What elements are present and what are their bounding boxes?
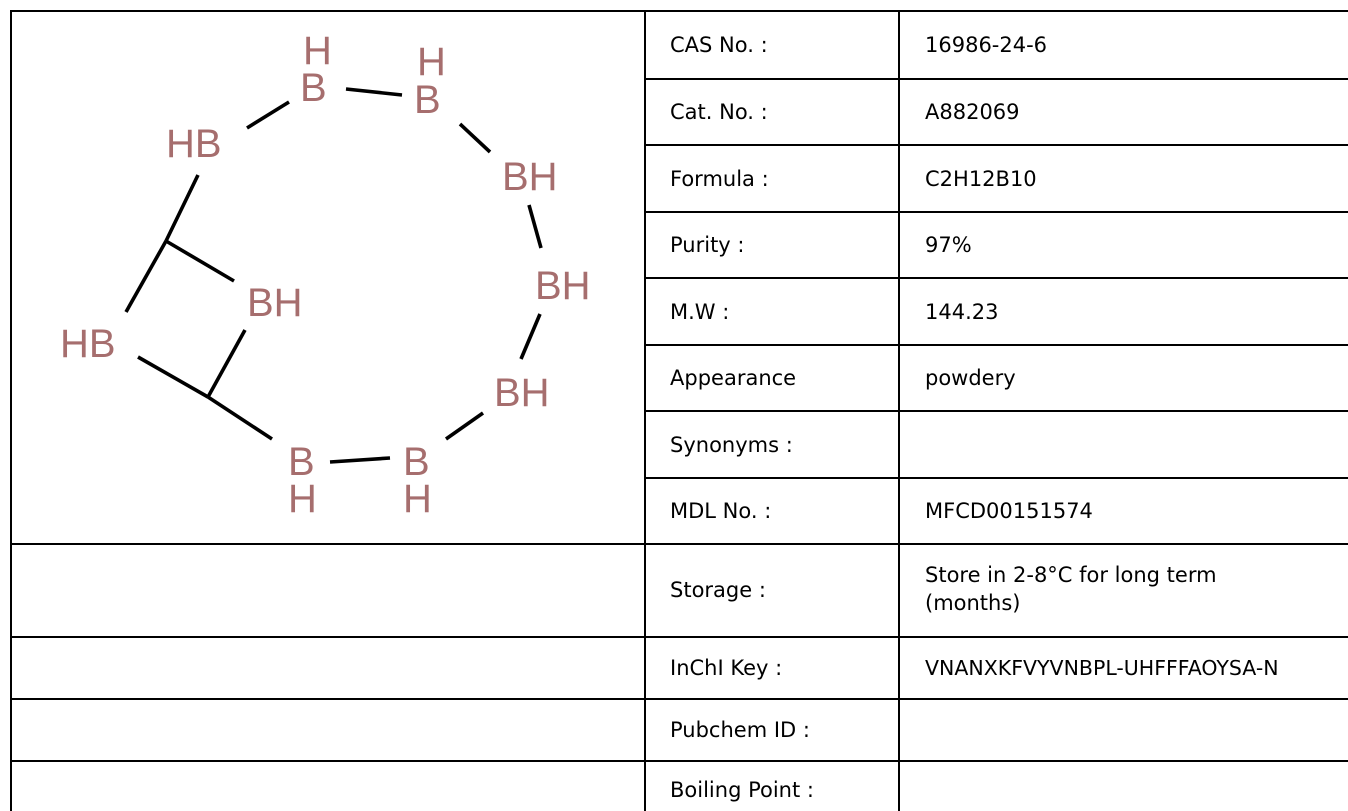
row-divider xyxy=(644,344,1348,346)
bond xyxy=(527,204,543,249)
row-divider-full xyxy=(10,760,1348,762)
row-divider xyxy=(644,477,1348,479)
mdl-number-label: MDL No. : xyxy=(670,499,772,523)
atom-label: H xyxy=(303,29,332,73)
molecular-weight-label: M.W : xyxy=(670,300,730,324)
catalog-number-label: Cat. No. : xyxy=(670,100,768,124)
atom-label: H xyxy=(288,477,317,521)
row-divider xyxy=(644,211,1348,213)
appearance-label: Appearance xyxy=(670,366,797,390)
chemical-structure-image: H B H B HB BH BH BH BH HB B H B H xyxy=(60,29,591,521)
inchi-key-value: VNANXKFVYVNBPL-UHFFFAOYSA-N xyxy=(925,656,1279,680)
row-divider xyxy=(644,410,1348,412)
bond xyxy=(165,239,235,283)
bond xyxy=(458,122,492,154)
bond xyxy=(444,411,485,441)
table-border-top xyxy=(10,10,1348,12)
atom-label: HB xyxy=(166,122,222,166)
formula-value: C2H12B10 xyxy=(925,167,1037,191)
atom-label: BH xyxy=(494,371,550,415)
row-divider-full xyxy=(10,698,1348,700)
bond xyxy=(519,313,542,360)
atom-label: B xyxy=(414,78,441,122)
atom-label: B xyxy=(300,66,327,110)
bond xyxy=(206,329,247,398)
atom-label: BH xyxy=(535,264,591,308)
formula-label: Formula : xyxy=(670,167,769,191)
bond xyxy=(124,240,168,313)
row-divider xyxy=(644,144,1348,146)
cas-number-value: 16986-24-6 xyxy=(925,33,1048,57)
inchi-key-label: InChI Key : xyxy=(670,656,783,680)
bond xyxy=(164,174,200,242)
atom-label: BH xyxy=(247,281,303,325)
purity-label: Purity : xyxy=(670,233,745,257)
atom-label: BH xyxy=(502,155,558,199)
row-divider-full xyxy=(10,636,1348,638)
appearance-value: powdery xyxy=(925,366,1016,390)
bond xyxy=(207,395,273,441)
storage-value: Store in 2-8°C for long term (months) xyxy=(925,563,1217,615)
bond xyxy=(246,100,290,130)
purity-value: 97% xyxy=(925,233,972,257)
row-divider xyxy=(644,277,1348,279)
atom-label: HB xyxy=(60,322,116,366)
bond xyxy=(345,87,403,97)
synonyms-label: Synonyms : xyxy=(670,433,793,457)
bond xyxy=(137,355,209,399)
atom-label: H xyxy=(417,40,446,84)
molecular-weight-value: 144.23 xyxy=(925,300,999,324)
boiling-point-label: Boiling Point : xyxy=(670,778,814,802)
mdl-number-value: MFCD00151574 xyxy=(925,499,1093,523)
cas-number-label: CAS No. : xyxy=(670,33,768,57)
storage-label: Storage : xyxy=(670,578,766,602)
catalog-number-value: A882069 xyxy=(925,100,1020,124)
atom-label: H xyxy=(403,477,432,521)
atom-label: B xyxy=(403,440,430,484)
table-border-left xyxy=(10,10,12,811)
atom-label: B xyxy=(288,440,315,484)
bond xyxy=(329,456,391,464)
row-divider xyxy=(644,78,1348,80)
row-divider-full xyxy=(10,543,1348,545)
pubchem-id-label: Pubchem ID : xyxy=(670,718,810,742)
